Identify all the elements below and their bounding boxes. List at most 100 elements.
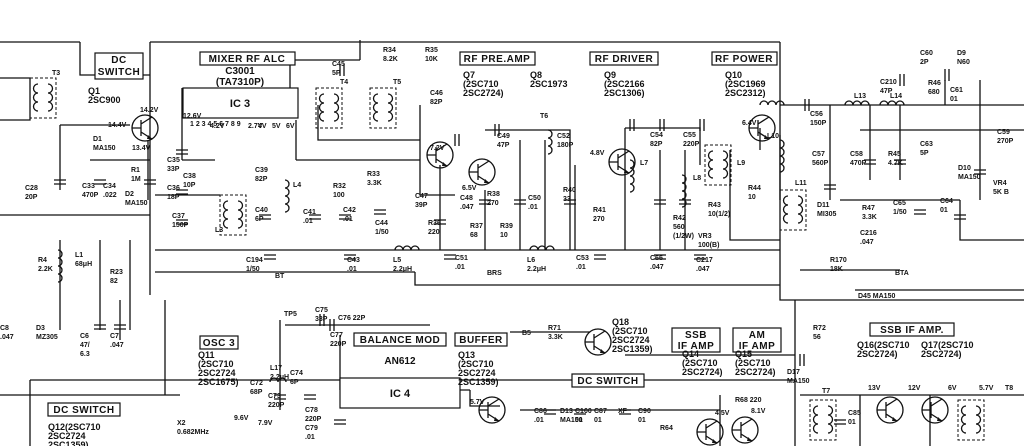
dc-switch-mid-label: DC SWITCH [577, 376, 638, 387]
coil-symbols [29, 77, 985, 441]
ic4-name: IC 4 [390, 388, 411, 400]
label-b5: B5 [522, 330, 531, 337]
voltage-12: 6.4V [742, 120, 757, 127]
label-c86: C86.01 [534, 408, 547, 424]
transistor-q13 [478, 396, 506, 424]
capacitor-10 [564, 199, 576, 205]
transformer-t5 [369, 87, 397, 129]
voltage-7: 4V [258, 123, 267, 130]
rf-power-label: RF POWER [715, 54, 773, 65]
capacitor-h-8 [944, 69, 950, 81]
capacitor-h-3 [629, 119, 635, 131]
capacitor-24 [954, 214, 966, 220]
coil-l5 [394, 245, 420, 251]
capacitor-1 [176, 189, 188, 195]
capacitor-h-4 [659, 119, 665, 131]
capacitor-19 [824, 184, 836, 190]
voltage-21: 5.7V [470, 399, 485, 406]
transistor-q17 [921, 396, 949, 424]
svg-text:SWITCH: SWITCH [98, 67, 140, 78]
buffer-label: BUFFER [459, 335, 503, 346]
coil-l3 [219, 194, 247, 236]
capacitor-h-11 [799, 354, 805, 366]
capacitor-6 [374, 209, 386, 215]
transformer-t3 [29, 77, 57, 119]
voltage-5: 4.2V [210, 123, 225, 130]
capacitor-22 [974, 169, 986, 175]
voltage-20: 4.5V [715, 410, 730, 417]
capacitor-23 [914, 209, 926, 215]
voltage-9: 6V [286, 123, 295, 130]
label-t7: T7 [822, 388, 830, 395]
coil-l1 [57, 249, 63, 283]
capacitor-34 [574, 409, 586, 415]
transformer-t7 [809, 399, 837, 441]
rf-driver-label: RF DRIVER [595, 54, 654, 65]
mixer-label: MIXER RF ALC [209, 54, 286, 65]
voltage-17: 6V [948, 385, 957, 392]
voltage-11: 4.8V [590, 150, 605, 157]
capacitor-0 [176, 149, 188, 155]
capacitor-3 [259, 214, 271, 220]
transistor-q15 [731, 416, 759, 444]
capacitor-32 [334, 419, 346, 425]
transistor-q16 [876, 396, 904, 424]
transformer-t8 [957, 399, 985, 441]
label-l9: L9 [737, 160, 745, 167]
label-c76: C76 22P [338, 315, 366, 322]
svg-text:IF AMP: IF AMP [678, 341, 715, 352]
capacitor-7 [434, 219, 446, 225]
coil-l7 [629, 159, 635, 193]
voltage-1: 14.4V [108, 122, 127, 129]
capacitor-12 [679, 199, 691, 205]
capacitor-35 [619, 409, 631, 415]
voltage-2: 13.4V [132, 145, 151, 152]
capacitor-36 [834, 419, 846, 425]
capacitor-11 [654, 199, 666, 205]
ic3-name: IC 3 [230, 98, 250, 110]
label-c50: C50.01 [528, 195, 541, 211]
transistor-q14 [696, 418, 724, 446]
capacitor-21 [894, 159, 906, 165]
coil-t6 [547, 129, 553, 155]
capacitor-8 [479, 199, 491, 205]
svg-text:DC: DC [111, 55, 126, 66]
